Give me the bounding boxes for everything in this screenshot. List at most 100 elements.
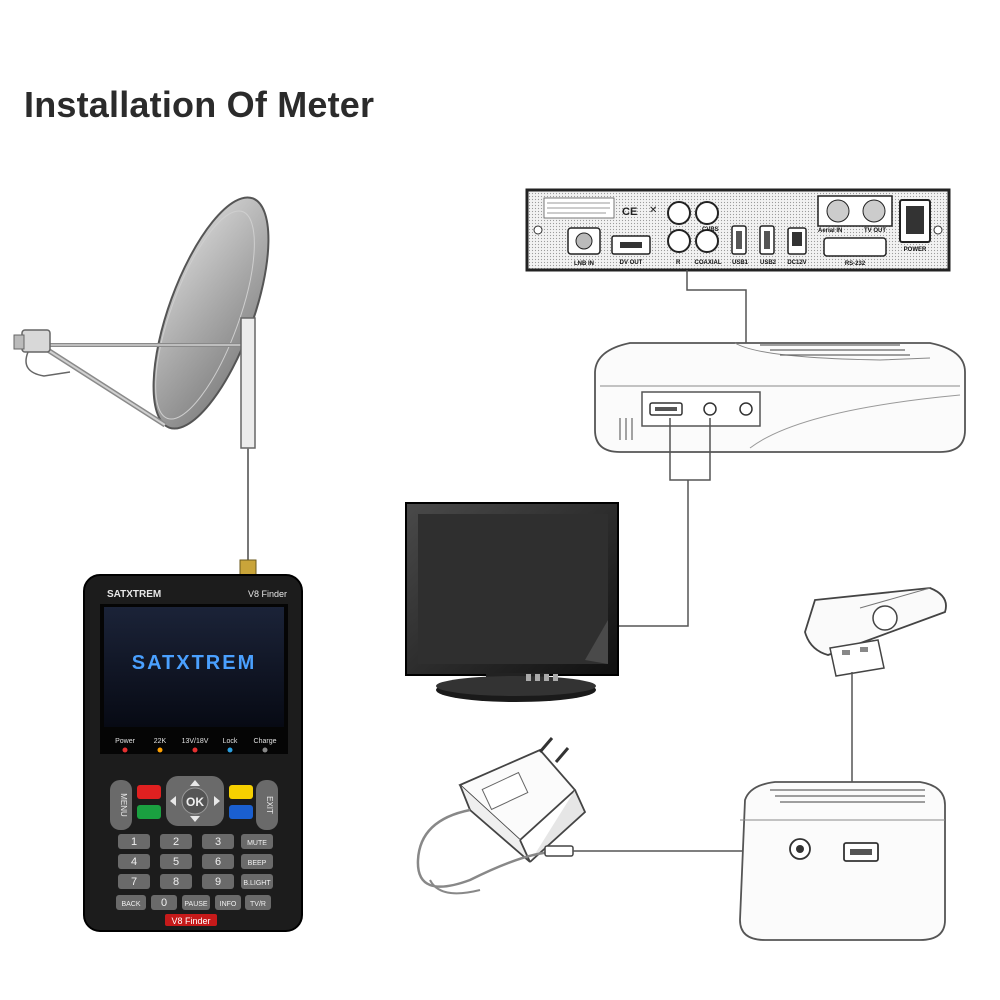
tv-out-port[interactable] [862, 199, 886, 223]
aerial-in-port[interactable] [826, 199, 850, 223]
tv-monitor [405, 502, 619, 702]
keypad-key-label: B.LIGHT [243, 880, 271, 887]
red-key[interactable] [137, 785, 161, 799]
r-port[interactable] [667, 229, 691, 253]
green-key[interactable] [137, 805, 161, 819]
indicator-led [157, 747, 163, 753]
menu-label: MENU [119, 793, 128, 817]
keypad-key[interactable] [202, 874, 234, 889]
r-label: R [676, 260, 681, 266]
keypad-key[interactable] [116, 895, 146, 910]
keypad-key[interactable] [182, 895, 210, 910]
rf-port[interactable] [739, 402, 753, 416]
indicator-label: Charge [254, 738, 277, 745]
rs232-label: RS-232 [845, 261, 866, 267]
keypad-key[interactable] [202, 834, 234, 849]
indicator-led [192, 747, 198, 753]
tv-cable [616, 480, 689, 627]
lnb [21, 329, 51, 353]
keypad-key-label: TV/R [250, 901, 266, 908]
tv-screen [418, 514, 608, 664]
ce-mark: CE [622, 206, 637, 218]
keypad-key[interactable] [118, 874, 150, 889]
keypad-key-label: BEEP [248, 860, 267, 867]
tv-buttons[interactable] [526, 674, 558, 681]
right-arrow-icon[interactable] [214, 796, 220, 806]
indicator-led [262, 747, 268, 753]
rs232-port[interactable] [823, 237, 887, 257]
keypad-key[interactable] [202, 854, 234, 869]
keypad-key-label: 3 [215, 836, 221, 848]
indicator-led [227, 747, 233, 753]
up-arrow-icon[interactable] [190, 780, 200, 786]
keypad-key[interactable] [160, 874, 192, 889]
keypad-key[interactable] [160, 834, 192, 849]
keypad-key[interactable] [241, 874, 273, 889]
keypad-key-label: 9 [215, 876, 221, 888]
usb-drive [804, 587, 947, 677]
indicator-label: 13V/18V [182, 738, 209, 745]
keypad-key[interactable] [215, 895, 241, 910]
exit-label: EXIT [265, 796, 274, 814]
keypad-key-label: 2 [173, 836, 179, 848]
receiver-box [594, 342, 966, 453]
power-label: POWER [904, 247, 927, 253]
indicator-label: Lock [223, 738, 238, 745]
satellite-dish [13, 196, 270, 449]
yellow-key[interactable] [229, 785, 253, 799]
meter-brand: SATXTREM [107, 589, 161, 600]
indicator-led [122, 747, 128, 753]
ok-button[interactable] [181, 787, 209, 815]
keypad-key[interactable] [160, 854, 192, 869]
mast [240, 317, 256, 449]
dc-plug [544, 845, 574, 857]
keypad-key[interactable] [245, 895, 271, 910]
exit-button[interactable] [256, 780, 278, 830]
recycle-bin-icon: ✕ [649, 205, 657, 216]
page-title: Installation Of Meter [24, 84, 375, 125]
keypad-key-label: 0 [161, 897, 167, 909]
satellite-meter: SATXTREM V8 Finder SATXTREM Power 22K 13V/… [83, 559, 303, 932]
keypad-key-label: 4 [131, 856, 137, 868]
keypad-key[interactable] [118, 854, 150, 869]
cvbs-label: CVBS [702, 227, 719, 233]
keypad-key[interactable] [241, 834, 273, 849]
av-cable [669, 418, 711, 481]
meter-screen [104, 607, 284, 727]
keypad-key[interactable] [118, 834, 150, 849]
bottom-label: V8 Finder [171, 916, 210, 926]
usb2-label: USB2 [760, 260, 777, 266]
indicator-label: Power [115, 738, 136, 745]
keypad-key-label: INFO [220, 901, 237, 908]
keypad-key-label: 1 [131, 836, 137, 848]
indicator-label: 22K [154, 738, 167, 745]
usb1-label: USB1 [732, 260, 749, 266]
keypad-key-label: MUTE [247, 840, 267, 847]
keypad-key-label: 5 [173, 856, 179, 868]
keypad-key[interactable] [241, 854, 273, 869]
keypad-key[interactable] [151, 895, 177, 910]
ok-label: OK [186, 795, 204, 809]
power-adapter [416, 737, 587, 895]
receiver-panel: CE ✕ LNB IN DV OUT L CVBS R COAXIAL USB1… [525, 188, 951, 272]
down-arrow-icon[interactable] [190, 816, 200, 822]
l-label: L [670, 228, 674, 234]
av-port[interactable] [703, 402, 717, 416]
dc12v-label: DC12V [787, 260, 806, 266]
aerial-in-label: Aerial IN [818, 228, 842, 234]
bottom-badge [165, 914, 217, 926]
keypad-key-label: 8 [173, 876, 179, 888]
left-arrow-icon[interactable] [170, 796, 176, 806]
keypad-key-label: 6 [215, 856, 221, 868]
tv-out-label: TV OUT [864, 228, 886, 234]
l-port[interactable] [667, 201, 691, 225]
lnb-in-label: LNB IN [574, 261, 594, 267]
menu-button[interactable] [110, 780, 132, 830]
cvbs-port[interactable] [695, 201, 719, 225]
keypad-key-label: 7 [131, 876, 137, 888]
screen-logo: SATXTREM [132, 652, 257, 674]
dv-out-label: DV OUT [620, 260, 643, 266]
keypad-key-label: BACK [121, 901, 140, 908]
coaxial-port[interactable] [695, 229, 719, 253]
blue-key[interactable] [229, 805, 253, 819]
